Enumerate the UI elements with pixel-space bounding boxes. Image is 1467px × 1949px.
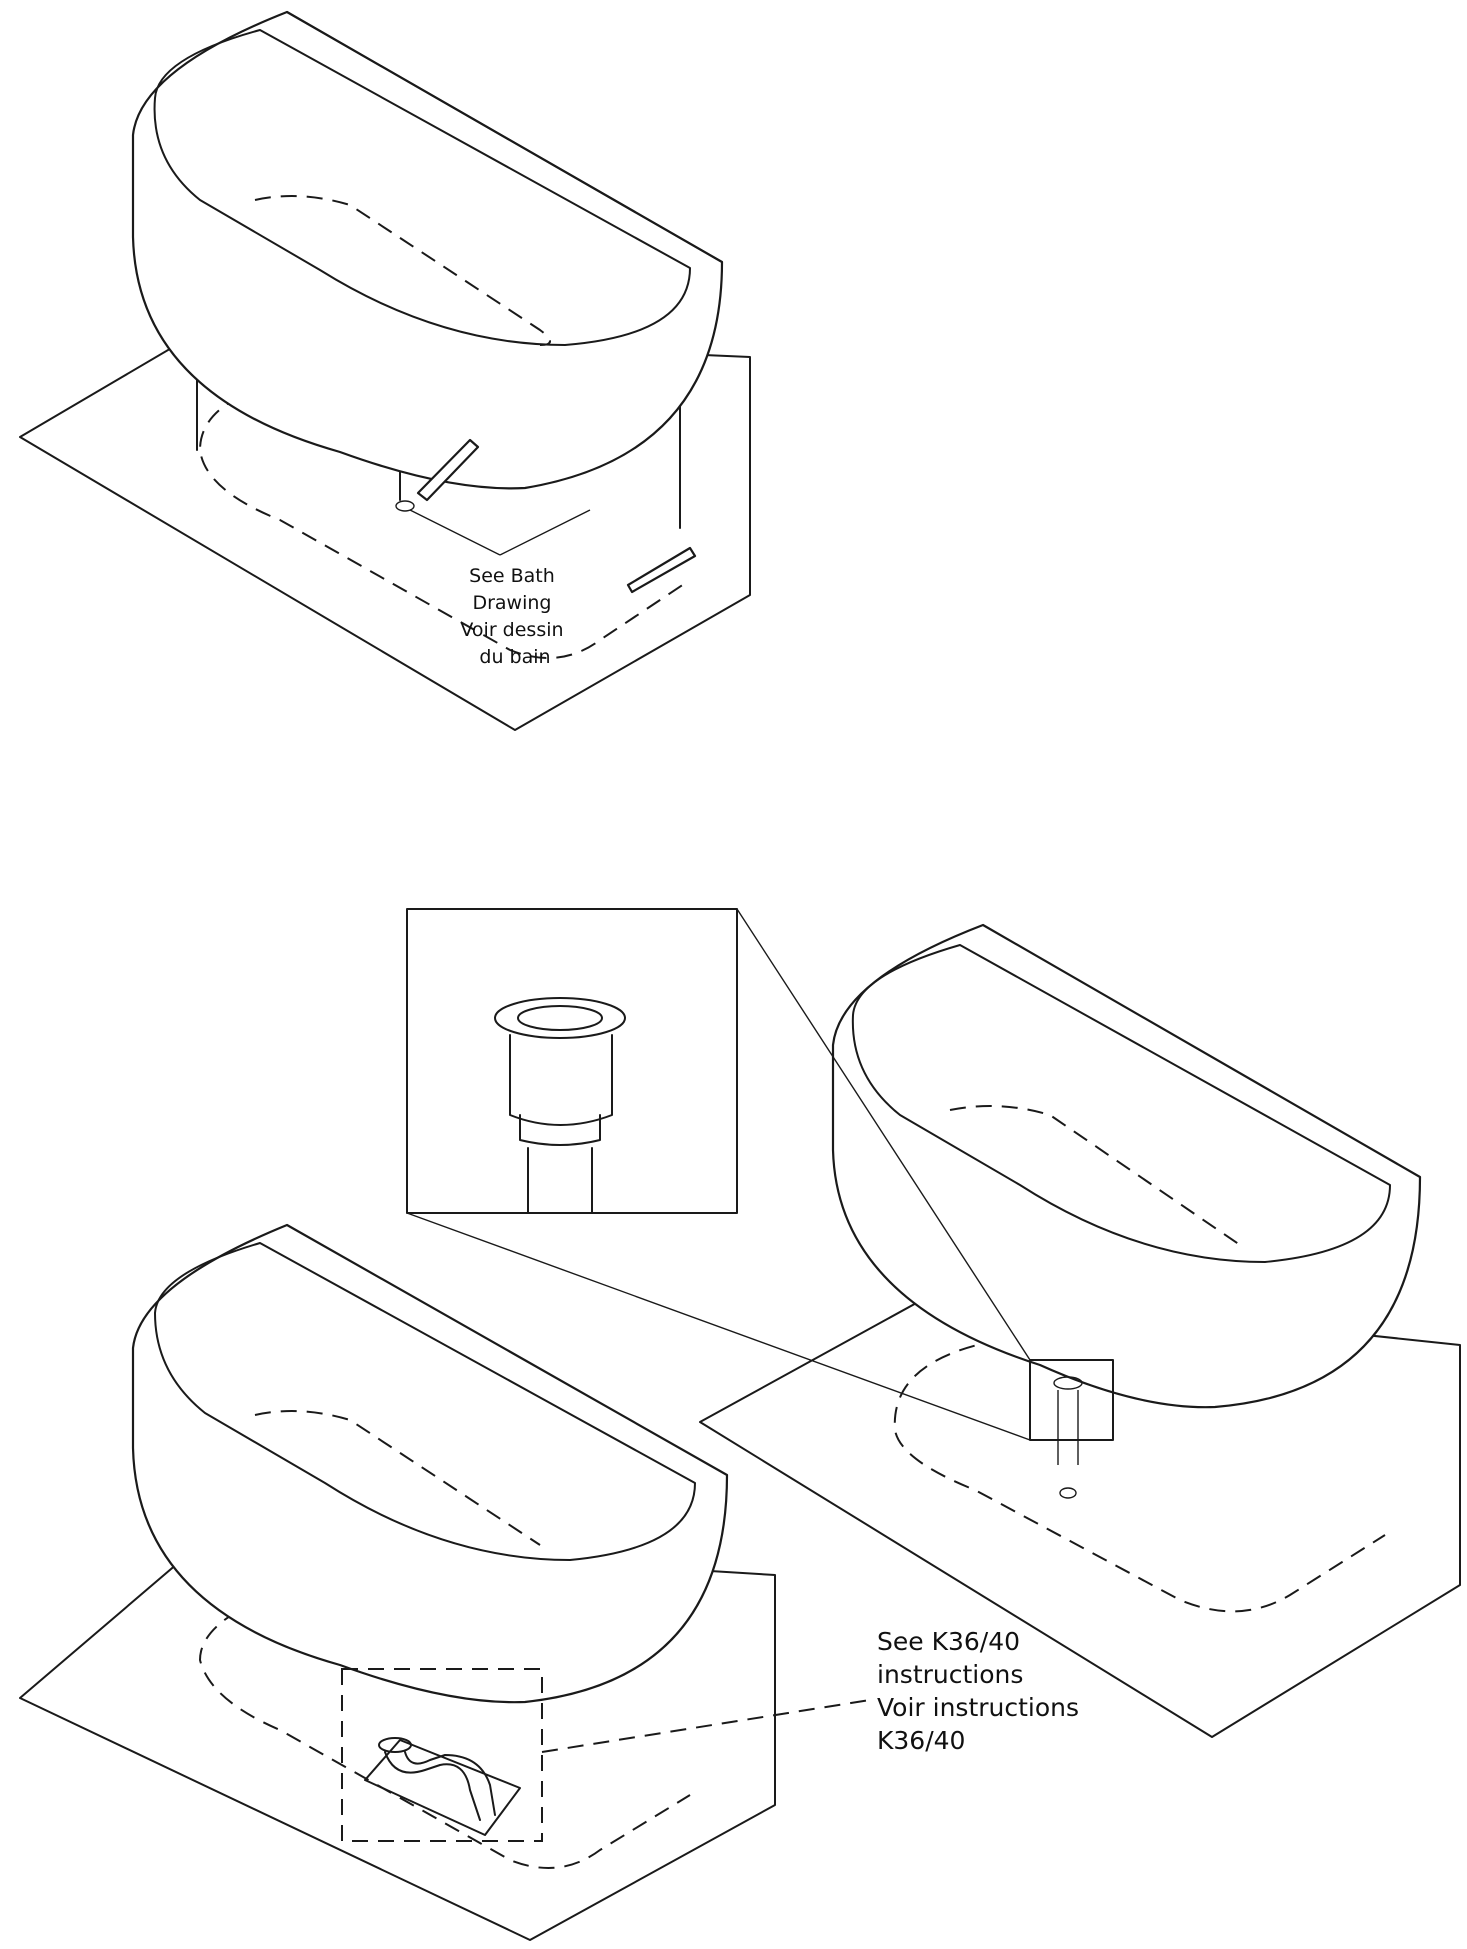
bath-tub-2 bbox=[831, 923, 1422, 1409]
waste-detail-inset bbox=[406, 908, 738, 1214]
floor-plane-2 bbox=[699, 1289, 1461, 1738]
bath-tub-3 bbox=[131, 1223, 729, 1704]
bath-rim-3 bbox=[154, 1242, 696, 1561]
pencil-icon bbox=[416, 438, 480, 502]
bath-basin-2 bbox=[949, 1105, 1241, 1246]
trap-icon bbox=[364, 1737, 521, 1836]
bath-drawing-label: See Bath Drawing Voir dessin du bain bbox=[460, 565, 569, 668]
waste-hole-mark-1 bbox=[395, 500, 415, 512]
dimension-arrow-2 bbox=[499, 509, 591, 556]
trap-highlight-box bbox=[341, 1668, 543, 1842]
trap-label-leader bbox=[541, 1699, 871, 1753]
step-mark-floor: See Bath Drawing Voir dessin du bain bbox=[19, 10, 751, 731]
step-install-trap: See K36/40 instructions Voir instruction… bbox=[19, 1223, 1087, 1941]
bath-outline-on-floor-2 bbox=[893, 1339, 1386, 1613]
bath-rim-1 bbox=[153, 29, 691, 346]
bath-rim-2 bbox=[851, 944, 1391, 1263]
step-install-waste bbox=[406, 908, 1461, 1738]
bath-outline-on-floor-1 bbox=[198, 379, 691, 659]
floor-plane-1 bbox=[19, 332, 751, 731]
k36-instructions-label: See K36/40 instructions Voir instruction… bbox=[877, 1627, 1087, 1755]
bath-basin-3 bbox=[254, 1410, 541, 1546]
dimension-arrow bbox=[409, 509, 501, 556]
bath-tub-1 bbox=[131, 10, 724, 490]
back-panel-1 bbox=[286, 11, 723, 263]
inset-leader-bottom bbox=[406, 1212, 1031, 1441]
inset-leader-top bbox=[736, 908, 1031, 1361]
bath-basin-1 bbox=[254, 195, 551, 346]
waste-fitting-small bbox=[1053, 1376, 1083, 1390]
pencil-icon-2 bbox=[626, 546, 697, 594]
waste-hole-mark-2 bbox=[1059, 1487, 1077, 1499]
bath-outline-on-floor-3 bbox=[198, 1589, 691, 1869]
waste-highlight-box bbox=[1029, 1359, 1114, 1441]
waste-fitting-icon bbox=[494, 997, 626, 1214]
